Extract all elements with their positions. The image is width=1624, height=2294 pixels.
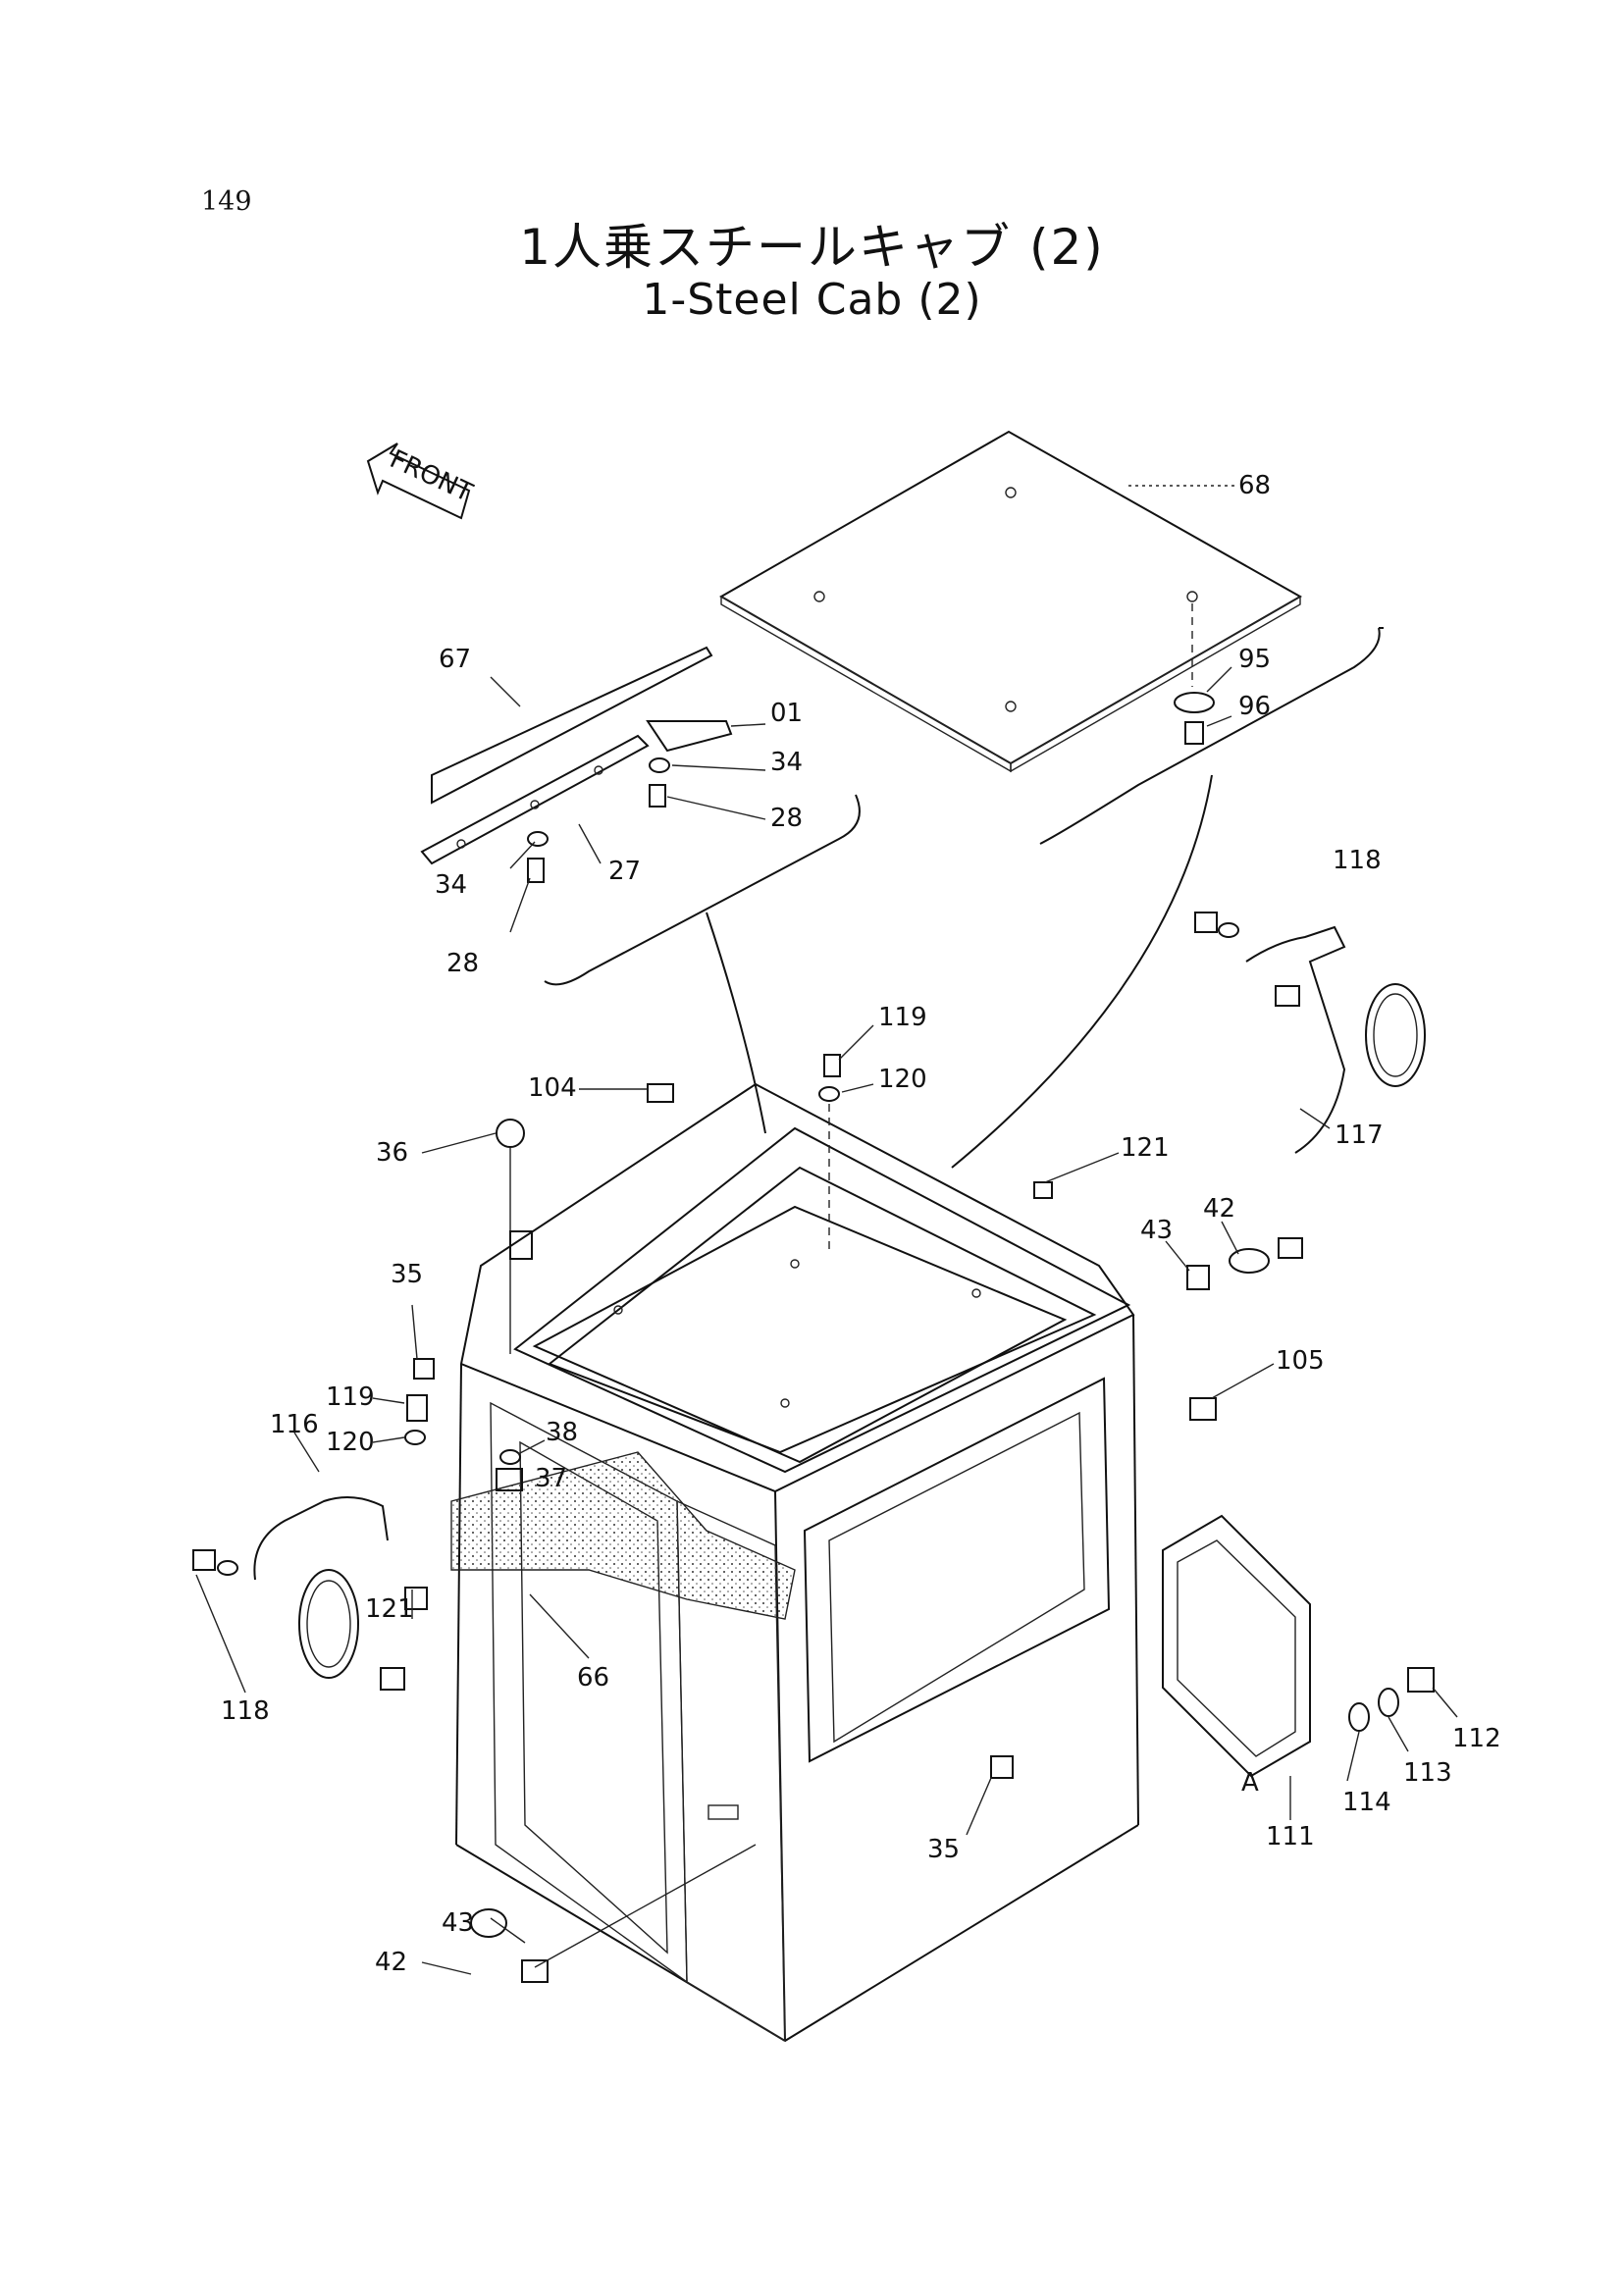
page-number: 149 [201,186,252,217]
callout-121-right: 121 [1121,1133,1170,1163]
callout-35-lower: 35 [927,1835,960,1864]
callout-27: 27 [608,857,641,886]
callout-68: 68 [1238,471,1271,500]
callout-43-right: 43 [1140,1216,1173,1245]
callout-28-lower: 28 [446,949,479,978]
callout-37: 37 [535,1464,567,1493]
leader-lines [195,485,1458,1975]
callout-119: 119 [878,1003,927,1032]
callout-121-left: 121 [365,1594,414,1624]
callout-01: 01 [770,699,803,728]
callout-117: 117 [1335,1121,1384,1150]
front-trim-and-rail [420,646,733,865]
callout-42-lower: 42 [375,1948,407,1977]
callout-118-left: 118 [221,1696,270,1726]
roof-seal [1174,603,1215,745]
callout-38: 38 [546,1418,578,1447]
callout-28: 28 [770,804,803,833]
callout-43-lower: 43 [442,1908,474,1938]
hatch-cover [1162,1514,1435,1778]
callout-66: 66 [577,1663,609,1693]
front-arrow-icon: FRONT [366,443,477,520]
callout-116: 116 [270,1410,319,1439]
title-english: 1-Steel Cab (2) [642,275,982,325]
callout-120: 120 [878,1065,927,1094]
callout-95: 95 [1238,645,1271,674]
callout-113: 113 [1403,1758,1452,1788]
callout-111: 111 [1266,1822,1315,1851]
roof-panel [718,430,1303,773]
callout-34-lower: 34 [435,870,467,900]
cab-fasteners [404,1054,1270,1983]
fasteners-upper-left [527,757,670,883]
callout-105: 105 [1276,1346,1325,1376]
left-mirror [192,1496,405,1691]
callout-labels: 68 95 96 67 01 34 28 34 27 28 118 119 12… [221,471,1501,1977]
right-mirror [1194,912,1426,1259]
callout-35-upper: 35 [391,1260,423,1289]
callout-112: 112 [1452,1724,1501,1753]
callout-114: 114 [1342,1788,1391,1817]
callout-118-right: 118 [1333,846,1382,875]
callout-104: 104 [528,1073,577,1103]
callout-96: 96 [1238,692,1271,721]
callout-119-left: 119 [326,1382,375,1412]
callout-120-left: 120 [326,1428,375,1457]
title-japanese: 1人乗スチールキャブ (2) [519,219,1105,276]
front-label: FRONT [386,444,477,508]
callout-36: 36 [376,1138,408,1168]
detail-label-a: A [1241,1768,1259,1798]
callout-67: 67 [439,645,471,674]
cab-body [450,1082,1139,2043]
callout-42-right: 42 [1203,1194,1235,1224]
callout-34: 34 [770,748,803,777]
